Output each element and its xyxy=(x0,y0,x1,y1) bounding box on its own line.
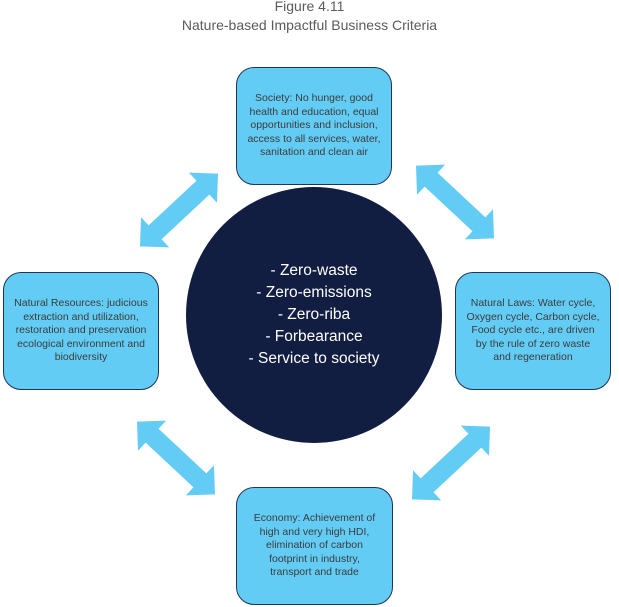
node-society-label: Society: No hunger, good health and educ… xyxy=(247,92,381,159)
node-economy: Economy: Achievement of high and very hi… xyxy=(236,487,393,605)
criteria-item: - Service to society xyxy=(248,350,380,367)
node-economy-label: Economy: Achievement of high and very hi… xyxy=(253,512,376,579)
node-natural-resources: Natural Resources: judicious extraction … xyxy=(3,272,159,390)
criteria-item: - Forbearance xyxy=(265,328,363,345)
criteria-item: - Zero-riba xyxy=(277,306,351,323)
figure-header: Figure 4.11 Nature-based Impactful Busin… xyxy=(0,0,619,34)
arrow-left-bottom xyxy=(122,406,230,510)
figure-title: Nature-based Impactful Business Criteria xyxy=(181,17,438,33)
arrow-right-bottom xyxy=(397,411,505,515)
criteria-item: - Zero-waste xyxy=(270,262,358,279)
node-natural-resources-label: Natural Resources: judicious extraction … xyxy=(14,297,148,364)
node-society: Society: No hunger, good health and educ… xyxy=(236,67,392,185)
node-natural-laws: Natural Laws: Water cycle, Oxygen cycle,… xyxy=(455,272,611,390)
figure-number: Figure 4.11 xyxy=(274,0,345,14)
center-criteria-circle: - Zero-waste - Zero-emissions - Zero-rib… xyxy=(186,187,442,443)
criteria-item: - Zero-emissions xyxy=(256,284,372,301)
arrow-top-right xyxy=(401,150,509,254)
node-natural-laws-label: Natural Laws: Water cycle, Oxygen cycle,… xyxy=(466,297,600,364)
